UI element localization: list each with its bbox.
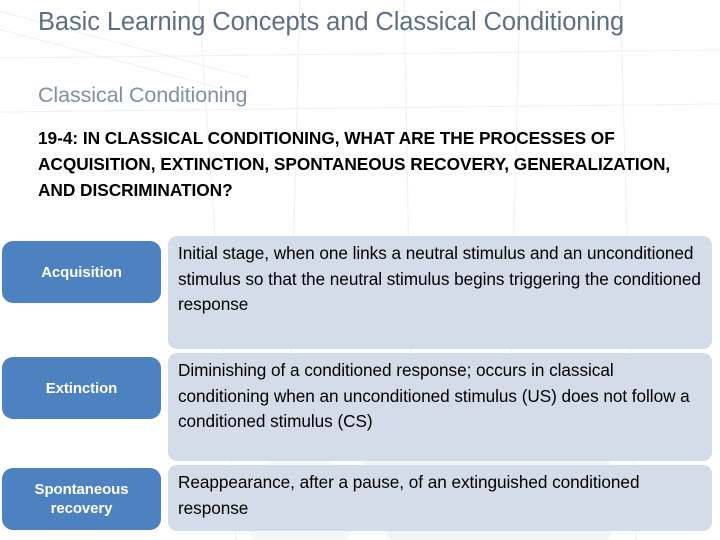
concept-definition-table: Acquisition Initial stage, when one link… — [0, 236, 720, 540]
table-row: Acquisition Initial stage, when one link… — [0, 236, 720, 353]
page-title: Basic Learning Concepts and Classical Co… — [38, 8, 625, 36]
question-prompt: 19-4: IN CLASSICAL CONDITIONING, WHAT AR… — [38, 128, 671, 200]
concept-description: Diminishing of a conditioned response; o… — [168, 353, 712, 461]
concept-term-badge: Extinction — [2, 357, 161, 419]
concept-term-badge: Spontaneous recovery — [2, 468, 161, 530]
table-row: Extinction Diminishing of a conditioned … — [0, 353, 720, 465]
concept-term-badge: Acquisition — [2, 241, 161, 303]
table-row: Spontaneous recovery Reappearance, after… — [0, 465, 720, 540]
concept-description: Initial stage, when one links a neutral … — [168, 236, 712, 349]
page-subtitle: Classical Conditioning — [38, 83, 248, 107]
concept-description: Reappearance, after a pause, of an extin… — [168, 465, 712, 531]
